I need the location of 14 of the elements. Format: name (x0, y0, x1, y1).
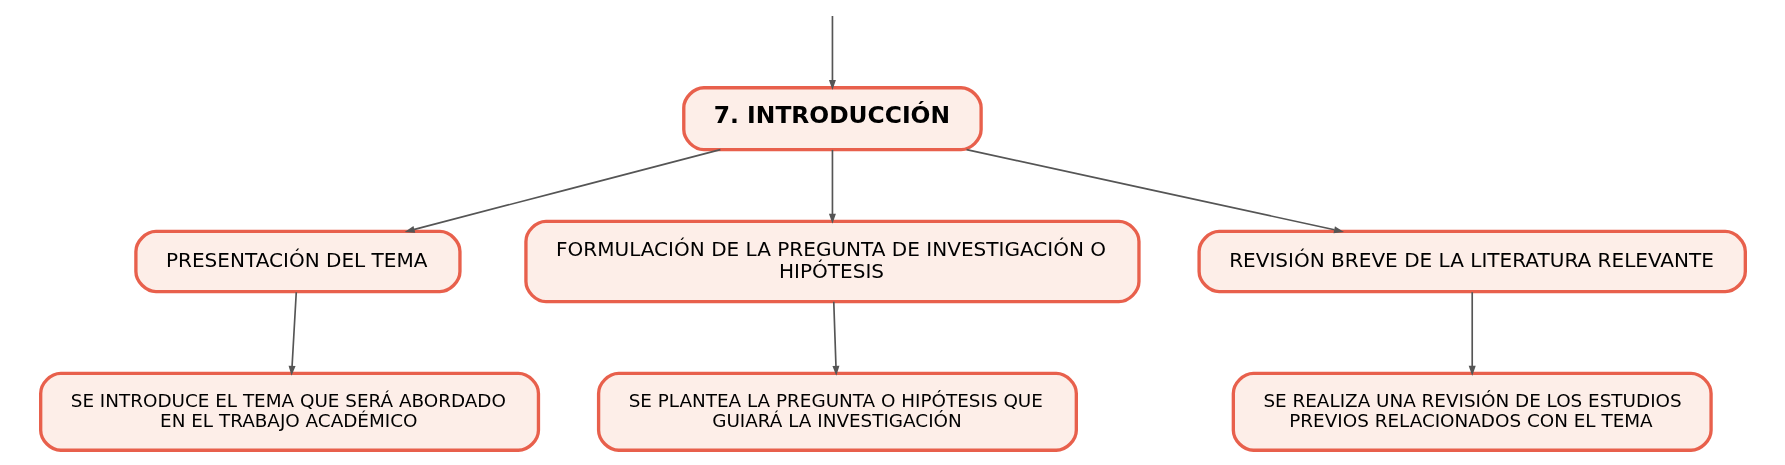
node-box: SE PLANTEA LA PREGUNTA O HIPÓTESIS QUE GUIARÁ LA INVESTIGACIÓN (596, 371, 1078, 452)
node-box: PRESENTACIÓN DEL TEMA (133, 229, 462, 294)
node-box: 7. INTRODUCCIÓN (681, 86, 983, 152)
arrow (831, 300, 839, 376)
node-box: REVISIÓN BREVE DE LA LITERATURA RELEVANTE (1196, 229, 1747, 294)
arrow (1468, 291, 1476, 376)
arrow (404, 148, 721, 233)
arrow (828, 15, 836, 90)
arrow (965, 148, 1344, 234)
arrow (288, 291, 297, 376)
node-box: SE REALIZA UNA REVISIÓN DE LOS ESTUDIOS PREVIOS RELACIONADOS CON EL TEMA (1231, 371, 1713, 452)
node-box: FORMULACIÓN DE LA PREGUNTA DE INVESTIGACIÓN O HIPÓTESIS (523, 219, 1141, 304)
node-box: SE INTRODUCE EL TEMA QUE SERÁ ABORDADO EN EL TRABAJO ACADÉMICO (38, 371, 540, 452)
arrow (828, 149, 836, 224)
